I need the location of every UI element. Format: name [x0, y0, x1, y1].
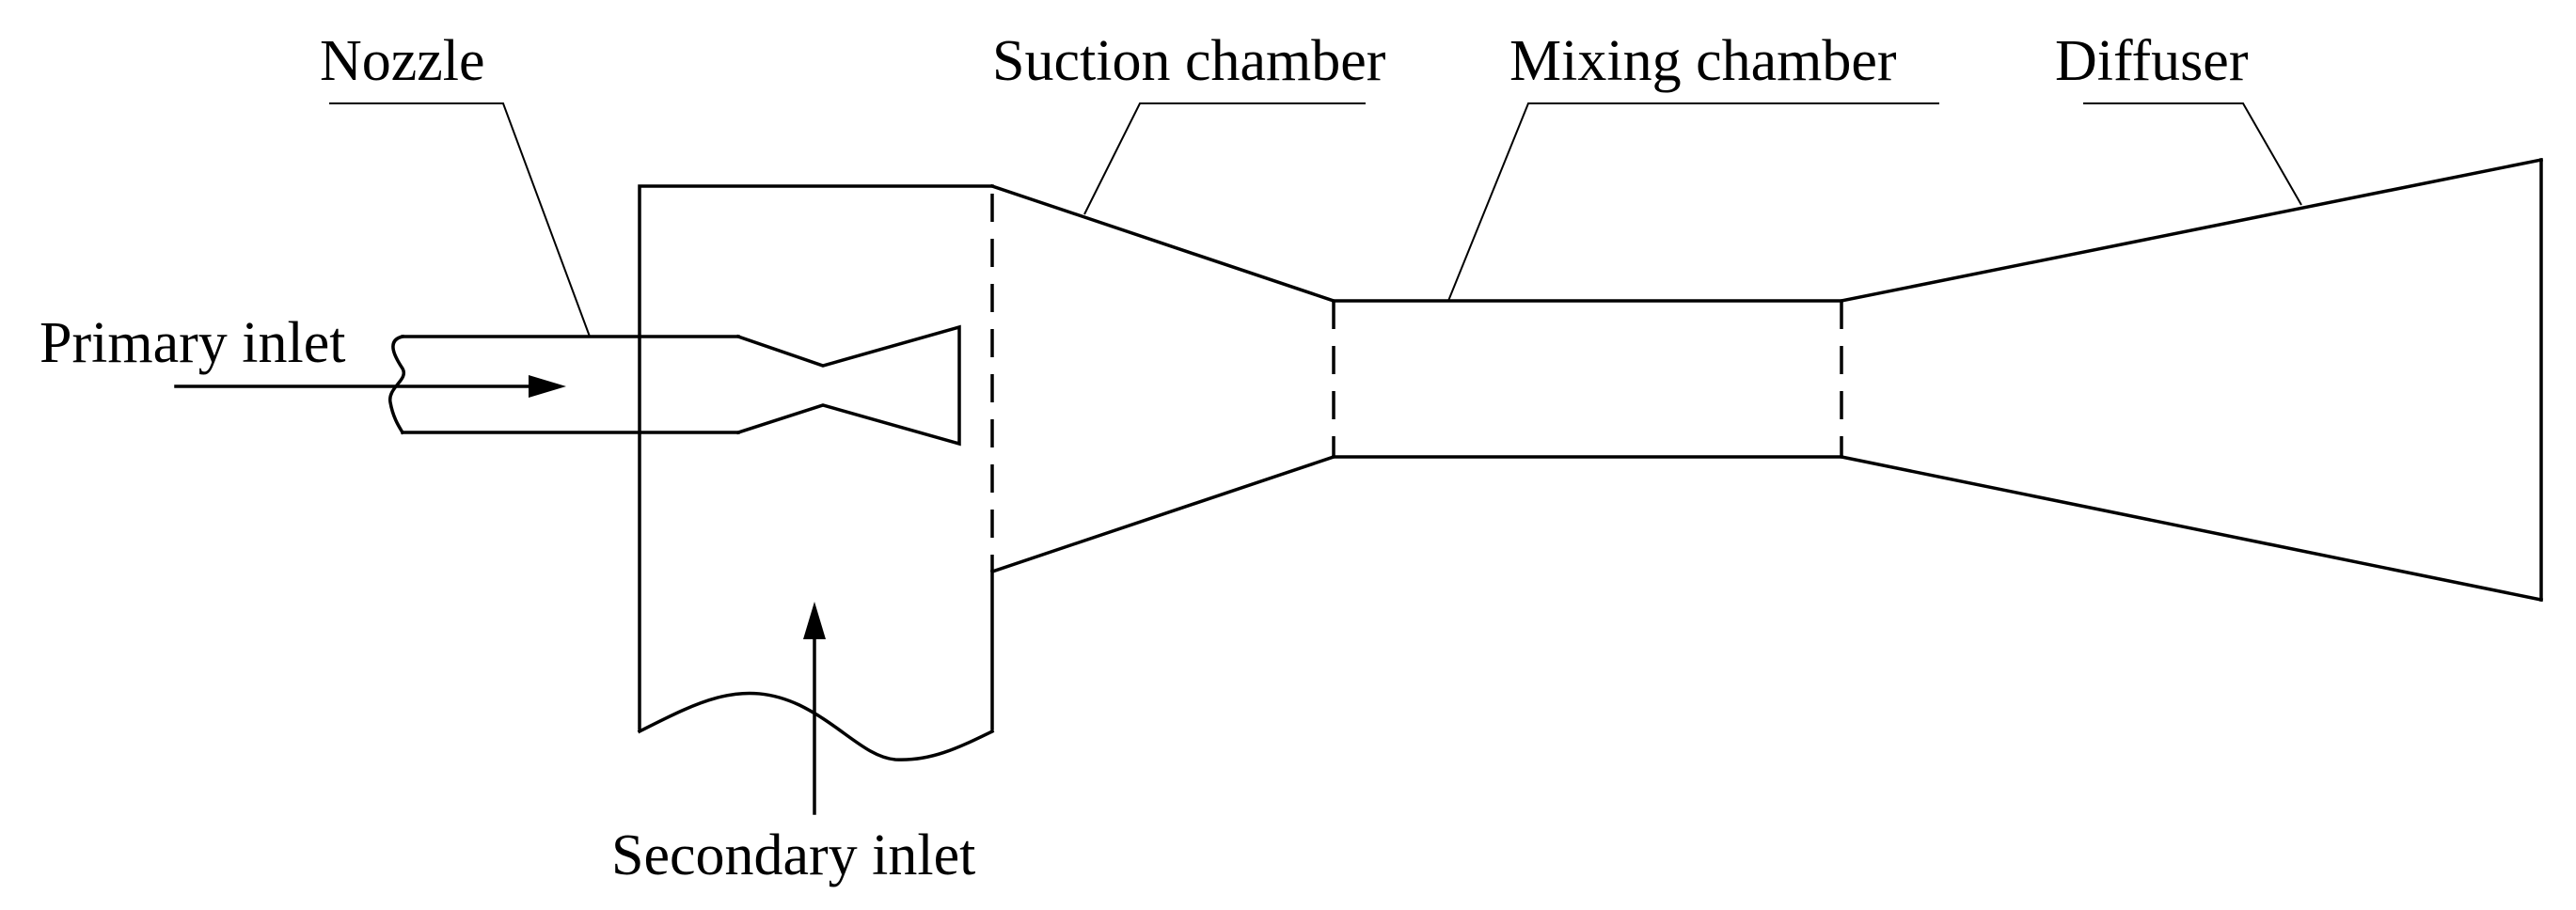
primary-flow-arrow: [174, 375, 566, 398]
suction-chamber: [989, 183, 1336, 574]
suction-chamber-leader: [1083, 102, 1366, 215]
diffuser-label: Diffuser: [2055, 29, 2249, 93]
diffuser: [1839, 157, 2544, 603]
diffuser-leader: [2083, 102, 2302, 206]
suction-chamber-label: Suction chamber: [992, 29, 1386, 93]
secondary-flow-arrow: [803, 602, 826, 815]
leader-lines: [329, 102, 2302, 337]
nozzle-leader: [329, 102, 591, 337]
nozzle-label: Nozzle: [320, 29, 485, 93]
suction-housing: [637, 184, 995, 761]
primary-inlet-label: Primary inlet: [40, 311, 345, 375]
nozzle: [388, 324, 961, 447]
secondary-inlet-label: Secondary inlet: [611, 824, 975, 887]
mixing-chamber: [1332, 299, 1843, 459]
mixing-chamber-leader: [1447, 102, 1939, 302]
mixing-chamber-label: Mixing chamber: [1509, 29, 1897, 93]
